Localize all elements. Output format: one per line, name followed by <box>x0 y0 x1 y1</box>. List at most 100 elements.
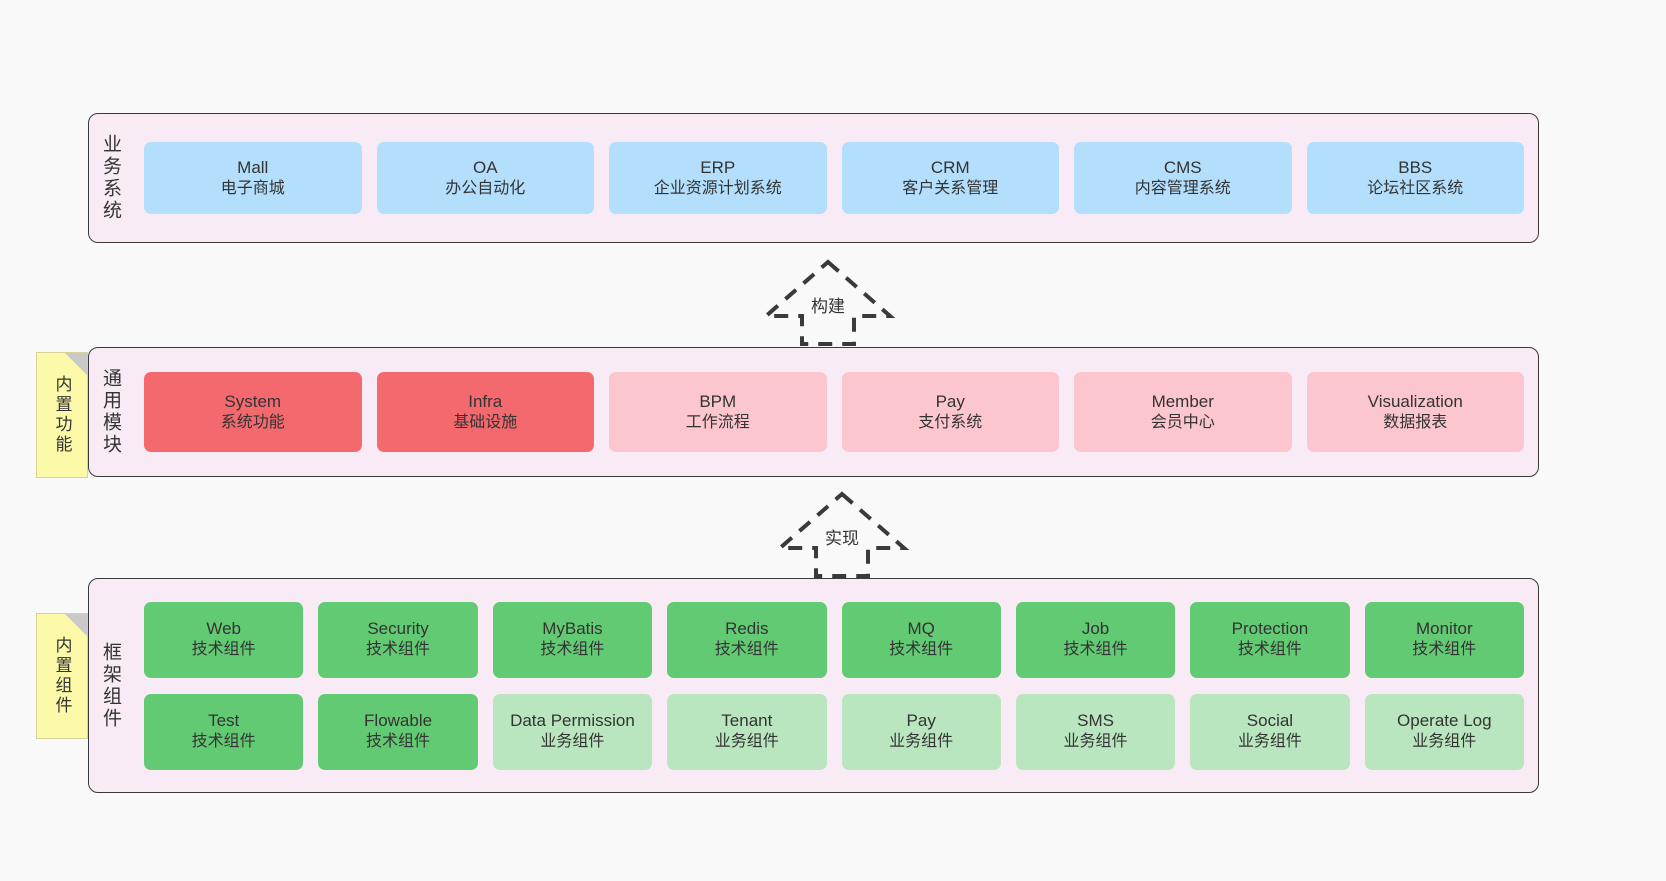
node-data-permission[interactable]: Data Permission 业务组件 <box>492 693 653 770</box>
node-crm-sub: 客户关系管理 <box>902 179 999 197</box>
node-monitor[interactable]: Monitor 技术组件 <box>1364 601 1524 678</box>
node-erp-title: ERP <box>700 157 736 177</box>
node-monitor-title: Monitor <box>1415 619 1473 639</box>
node-flowable-title: Flowable <box>364 711 433 731</box>
node-redis[interactable]: Redis 技术组件 <box>667 601 827 678</box>
node-job[interactable]: Job 技术组件 <box>1015 601 1176 678</box>
node-cms-sub: 内容管理系统 <box>1134 179 1231 197</box>
generalization-arrow-realize: 实现 <box>772 490 912 578</box>
note-builtin-components-text: 内置组件 <box>52 636 72 716</box>
node-mq[interactable]: MQ 技术组件 <box>841 601 1001 678</box>
node-visualization[interactable]: Visualization 数据报表 <box>1306 372 1524 452</box>
node-bbs[interactable]: BBS 论坛社区系统 <box>1306 142 1524 214</box>
node-visualization-sub: 数据报表 <box>1383 413 1448 431</box>
node-test-sub: 技术组件 <box>191 733 256 751</box>
note-fold-icon <box>65 353 87 375</box>
module-node-row: System 系统功能 Infra 基础设施 BPM 工作流程 Pay 支付系统… <box>144 372 1524 452</box>
node-sms-sub: 业务组件 <box>1063 733 1128 751</box>
node-system-sub: 系统功能 <box>220 413 285 431</box>
node-oa-sub: 办公自动化 <box>445 179 526 197</box>
node-bpm-title: BPM <box>699 391 737 411</box>
framework-node-row-2: Test 技术组件 Flowable 技术组件 Data Permission … <box>144 693 1524 770</box>
node-flowable[interactable]: Flowable 技术组件 <box>318 693 478 770</box>
node-cms[interactable]: CMS 内容管理系统 <box>1074 142 1292 214</box>
node-sms[interactable]: SMS 业务组件 <box>1015 693 1176 770</box>
node-protection-sub: 技术组件 <box>1237 641 1302 659</box>
node-operate-log-title: Operate Log <box>1397 711 1492 731</box>
node-job-title: Job <box>1081 619 1110 639</box>
node-system-title: System <box>224 391 282 411</box>
layer-common-modules: 通用模块 System 系统功能 Infra 基础设施 BPM 工作流程 Pay <box>88 347 1539 477</box>
node-redis-title: Redis <box>725 619 769 639</box>
node-mall-title: Mall <box>237 157 269 177</box>
node-erp[interactable]: ERP 企业资源计划系统 <box>609 142 827 214</box>
business-node-row: Mall 电子商城 OA 办公自动化 ERP 企业资源计划系统 CRM 客户关系… <box>144 142 1524 214</box>
node-crm-title: CRM <box>930 157 970 177</box>
node-protection[interactable]: Protection 技术组件 <box>1190 601 1350 678</box>
node-operate-log-sub: 业务组件 <box>1412 733 1477 751</box>
node-infra[interactable]: Infra 基础设施 <box>376 372 594 452</box>
note-builtin-features-text: 内置功能 <box>52 375 72 455</box>
note-fold-icon <box>65 614 87 636</box>
layer-framework-components-label: 框架组件 <box>100 641 121 730</box>
node-data-permission-sub: 业务组件 <box>540 733 605 751</box>
node-pay-module[interactable]: Pay 支付系统 <box>841 372 1059 452</box>
node-flowable-sub: 技术组件 <box>366 733 431 751</box>
node-pay-component[interactable]: Pay 业务组件 <box>841 693 1001 770</box>
node-crm[interactable]: CRM 客户关系管理 <box>841 142 1059 214</box>
node-oa-title: OA <box>472 157 498 177</box>
node-infra-sub: 基础设施 <box>453 413 518 431</box>
arrow-build-label: 构建 <box>811 297 845 316</box>
node-social[interactable]: Social 业务组件 <box>1190 693 1350 770</box>
node-mall-sub: 电子商城 <box>220 179 285 197</box>
note-builtin-features: 内置功能 <box>36 352 88 478</box>
node-bpm[interactable]: BPM 工作流程 <box>609 372 827 452</box>
node-visualization-title: Visualization <box>1367 391 1463 411</box>
node-bbs-sub: 论坛社区系统 <box>1367 179 1464 197</box>
layer-business-system: 业务系统 Mall 电子商城 OA 办公自动化 ERP 企业资源计划系统 CRM <box>88 113 1539 243</box>
node-security[interactable]: Security 技术组件 <box>318 601 478 678</box>
generalization-arrow-build: 构建 <box>758 258 898 346</box>
node-tenant-sub: 业务组件 <box>714 733 779 751</box>
node-mq-title: MQ <box>907 619 935 639</box>
node-test[interactable]: Test 技术组件 <box>144 693 304 770</box>
node-mybatis-title: MyBatis <box>542 619 603 639</box>
node-pay-component-sub: 业务组件 <box>889 733 954 751</box>
node-member-title: Member <box>1151 391 1214 411</box>
layer-framework-components-body: Web 技术组件 Security 技术组件 MyBatis 技术组件 Redi… <box>130 579 1538 792</box>
node-oa[interactable]: OA 办公自动化 <box>376 142 594 214</box>
node-security-title: Security <box>367 619 429 639</box>
node-bbs-title: BBS <box>1398 157 1433 177</box>
note-builtin-components: 内置组件 <box>36 613 88 739</box>
layer-business-system-label: 业务系统 <box>100 134 121 222</box>
node-tenant[interactable]: Tenant 业务组件 <box>667 693 827 770</box>
node-protection-title: Protection <box>1231 619 1309 639</box>
node-security-sub: 技术组件 <box>366 641 431 659</box>
framework-node-row-1: Web 技术组件 Security 技术组件 MyBatis 技术组件 Redi… <box>144 601 1524 678</box>
node-data-permission-title: Data Permission <box>510 711 635 731</box>
node-social-title: Social <box>1246 711 1294 731</box>
node-member[interactable]: Member 会员中心 <box>1074 372 1292 452</box>
node-sms-title: SMS <box>1077 711 1114 731</box>
node-member-sub: 会员中心 <box>1150 413 1215 431</box>
node-redis-sub: 技术组件 <box>714 641 779 659</box>
node-web-title: Web <box>206 619 242 639</box>
layer-framework-components: 框架组件 Web 技术组件 Security 技术组件 MyBatis 技术组件… <box>88 578 1539 793</box>
node-bpm-sub: 工作流程 <box>685 413 750 431</box>
node-mall[interactable]: Mall 电子商城 <box>144 142 362 214</box>
node-tenant-title: Tenant <box>721 711 773 731</box>
node-cms-title: CMS <box>1163 157 1202 177</box>
node-pay-module-title: Pay <box>935 391 965 411</box>
node-pay-component-title: Pay <box>906 711 936 731</box>
layer-common-modules-body: System 系统功能 Infra 基础设施 BPM 工作流程 Pay 支付系统… <box>130 348 1538 476</box>
node-monitor-sub: 技术组件 <box>1412 641 1477 659</box>
node-erp-sub: 企业资源计划系统 <box>653 179 782 197</box>
node-operate-log[interactable]: Operate Log 业务组件 <box>1364 693 1524 770</box>
node-web[interactable]: Web 技术组件 <box>144 601 304 678</box>
node-mybatis[interactable]: MyBatis 技术组件 <box>492 601 653 678</box>
node-system[interactable]: System 系统功能 <box>144 372 362 452</box>
arrow-realize-label: 实现 <box>825 529 859 548</box>
node-test-title: Test <box>208 711 240 731</box>
node-mq-sub: 技术组件 <box>889 641 954 659</box>
